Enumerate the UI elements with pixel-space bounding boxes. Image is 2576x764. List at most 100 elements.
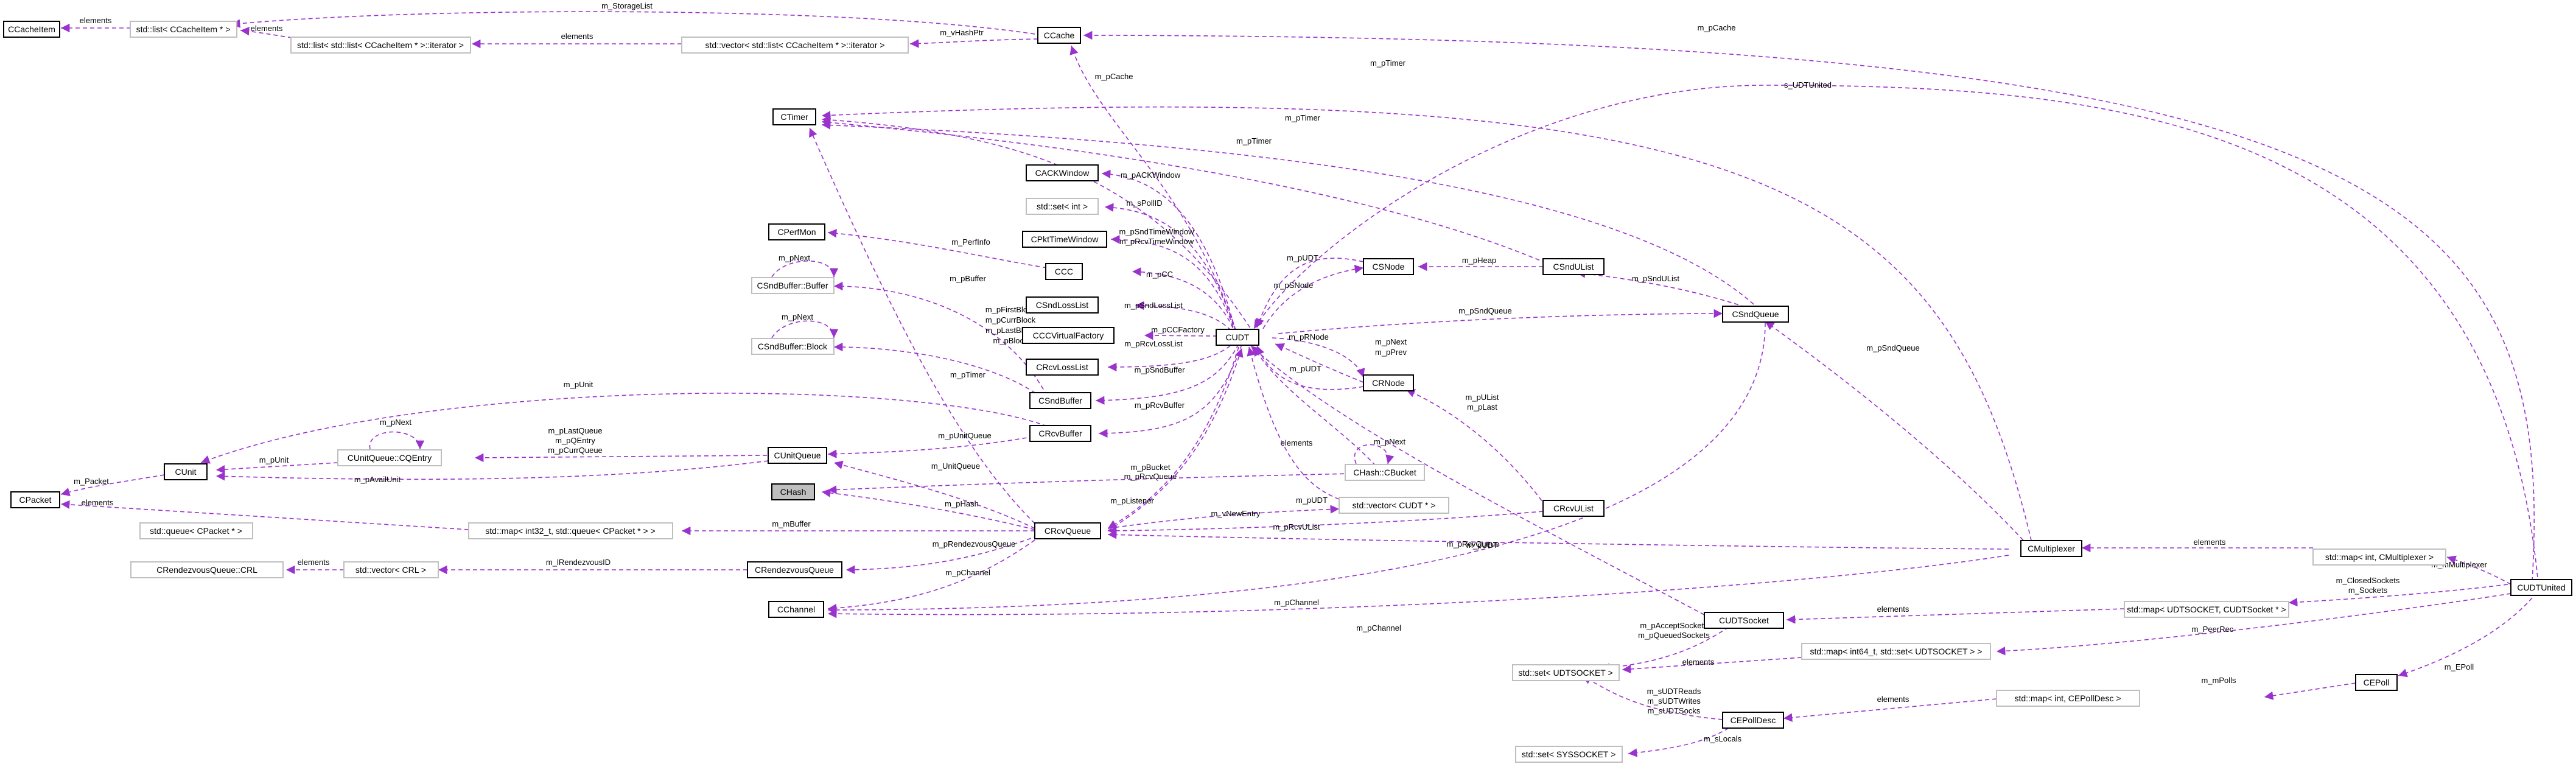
edge-label: m_pQueuedSockets [1638, 631, 1710, 640]
node-csndbuffer[interactable]: CSndBuffer [1029, 392, 1091, 409]
edge-label: m_UnitQueue [931, 461, 980, 471]
node-cunit[interactable]: CUnit [164, 463, 208, 480]
node-map-udtsocket[interactable]: std::map< UDTSOCKET, CUDTSocket * > [2124, 601, 2289, 618]
node-map-int-cepolldesc[interactable]: std::map< int, CEPollDesc > [1996, 690, 2140, 707]
node-vector-crl[interactable]: std::vector< CRL > [343, 561, 439, 578]
edge-label: m_pNext [782, 312, 813, 321]
node-label: CEPollDesc [1731, 715, 1776, 725]
node-label: std::vector< CUDT * > [1353, 500, 1436, 510]
node-label: std::map< int, CMultiplexer > [2325, 552, 2434, 562]
node-crcvulist[interactable]: CRcvUList [1542, 500, 1605, 517]
node-set-syssocket[interactable]: std::set< SYSSOCKET > [1515, 746, 1623, 763]
node-ccacheitem[interactable]: CCacheItem [3, 21, 60, 38]
node-csndqueue[interactable]: CSndQueue [1722, 306, 1789, 323]
node-cudtsocket[interactable]: CUDTSocket [1704, 612, 1784, 629]
node-cunitqueue[interactable]: CUnitQueue [768, 447, 827, 464]
node-csndlosslist[interactable]: CSndLossList [1026, 296, 1099, 314]
node-vector-list-iter[interactable]: std::vector< std::list< CCacheItem * >::… [681, 37, 909, 54]
edge-label: elements [80, 16, 112, 25]
node-cpacket[interactable]: CPacket [10, 491, 60, 508]
node-label: CCC [1055, 267, 1073, 276]
node-cepoll[interactable]: CEPoll [2355, 674, 2398, 691]
edge-label: m_pRcvBuffer [1135, 401, 1185, 410]
edge-slocals: m_sLocals [1628, 727, 1742, 757]
edge-psnode: m_pSNode [1262, 264, 1364, 329]
node-ccc[interactable]: CCC [1045, 263, 1083, 280]
node-crendezvousqueue[interactable]: CRendezvousQueue [747, 561, 842, 578]
edge-label: m_pSndBuffer [1135, 365, 1186, 374]
node-cudt[interactable]: CUDT [1216, 329, 1259, 346]
node-label: std::set< int > [1037, 202, 1088, 211]
edge-unitqueue: m_UnitQueue [833, 460, 1035, 529]
node-label: CRendezvousQueue [755, 565, 834, 575]
node-crcvqueue[interactable]: CRcvQueue [1034, 522, 1101, 539]
node-list-ccacheitem[interactable]: std::list< CCacheItem * > [130, 21, 237, 38]
node-cudtunited[interactable]: CUDTUnited [2510, 579, 2572, 596]
edge-prcvulist: m_pRcvUList [1107, 511, 1544, 536]
node-queue-cpacket[interactable]: std::queue< CPacket * > [139, 522, 253, 539]
edge-elements-epoll: elements [1783, 695, 1997, 722]
node-csndulist[interactable]: CSndUList [1542, 258, 1605, 275]
node-chash[interactable]: CHash [771, 483, 815, 500]
edge-lrendezvousid: m_lRendezvousID [438, 558, 747, 575]
node-label: CSndUList [1553, 262, 1594, 272]
node-cpkttimewindow[interactable]: CPktTimeWindow [1022, 231, 1107, 248]
node-label: std::set< SYSSOCKET > [1522, 749, 1616, 759]
node-set-udtsocket[interactable]: std::set< UDTSOCKET > [1512, 664, 1620, 681]
node-crendezvousqueue-crl[interactable]: CRendezvousQueue::CRL [130, 561, 284, 578]
edge-pbuffer: m_pBuffer [833, 274, 1048, 396]
node-cccvirtualfactory[interactable]: CCCVirtualFactory [1022, 327, 1115, 344]
node-label: CSndLossList [1036, 300, 1088, 310]
edge-label: m_pUnit [259, 455, 289, 464]
node-sndbuffer-buffer[interactable]: CSndBuffer::Buffer [751, 277, 835, 294]
edge-elements-queue: elements [60, 498, 469, 530]
node-cackwindow[interactable]: CACKWindow [1026, 164, 1099, 181]
node-ctimer[interactable]: CTimer [772, 108, 816, 125]
edge-elements-vector-list: elements [472, 32, 682, 49]
node-label: CSndBuffer::Block [758, 342, 828, 351]
node-map-int-cmultiplexer[interactable]: std::map< int, CMultiplexer > [2312, 548, 2446, 566]
node-crcvbuffer[interactable]: CRcvBuffer [1029, 425, 1091, 442]
node-vector-cudt[interactable]: std::vector< CUDT * > [1339, 497, 1449, 514]
edge-label: m_pUDT [1287, 253, 1318, 262]
node-label: std::map< int, CEPollDesc > [2014, 693, 2121, 703]
edge-packet: m_Packet [60, 474, 165, 497]
node-cchannel[interactable]: CChannel [768, 601, 824, 618]
node-label: CRcvLossList [1036, 362, 1088, 372]
node-cepolldesc[interactable]: CEPollDesc [1722, 712, 1784, 729]
edge-pnext-buffer: m_pNext [771, 253, 839, 278]
node-map-int32-queue[interactable]: std::map< int32_t, std::queue< CPacket *… [468, 522, 673, 539]
node-cunitqueue-centry[interactable]: CUnitQueue::CQEntry [337, 449, 442, 466]
node-label: CHash::CBucket [1353, 468, 1416, 477]
node-crcvlosslist[interactable]: CRcvLossList [1026, 359, 1099, 376]
node-ccache[interactable]: CCache [1037, 27, 1081, 44]
node-sndbuffer-block[interactable]: CSndBuffer::Block [751, 338, 835, 355]
edge-label: m_pTimer [950, 370, 986, 379]
node-label: std::vector< CRL > [355, 565, 426, 575]
node-chash-cbucket[interactable]: CHash::CBucket [1345, 464, 1425, 481]
node-set-int[interactable]: std::set< int > [1026, 198, 1099, 215]
edge-label: m_pRcvQueue [1124, 472, 1177, 481]
node-label: CUDTUnited [2517, 583, 2565, 592]
node-crnode[interactable]: CRNode [1363, 374, 1414, 391]
edge-label: m_mBuffer [772, 519, 811, 528]
edge-label: m_pPrev [1375, 348, 1407, 357]
node-label: CSndBuffer [1038, 396, 1082, 405]
node-csnode[interactable]: CSNode [1363, 258, 1414, 275]
node-cmultiplexer[interactable]: CMultiplexer [2020, 540, 2082, 557]
edge-label: m_pNext [1374, 437, 1405, 446]
edge-label: m_vHashPtr [940, 28, 984, 37]
node-map-int64-set[interactable]: std::map< int64_t, std::set< UDTSOCKET >… [1801, 643, 1991, 660]
node-cperfmon[interactable]: CPerfMon [768, 223, 825, 240]
edge-perfinfo: m_PerfInfo [827, 229, 1048, 268]
edge-label: m_pCCFactory [1151, 325, 1205, 334]
node-label: CRcvQueue [1045, 526, 1091, 536]
node-label: CSNode [1373, 262, 1405, 272]
edge-vhashptr: m_vHashPtr [909, 28, 1038, 48]
node-list-list-iter[interactable]: std::list< std::list< CCacheItem * >::it… [290, 37, 471, 54]
edge-pulist: m_pUList m_pLast [1405, 389, 1547, 507]
edge-label: m_ClosedSockets [2336, 576, 2400, 585]
node-label: CUDTSocket [1719, 615, 1769, 625]
node-label: CTimer [780, 112, 808, 122]
